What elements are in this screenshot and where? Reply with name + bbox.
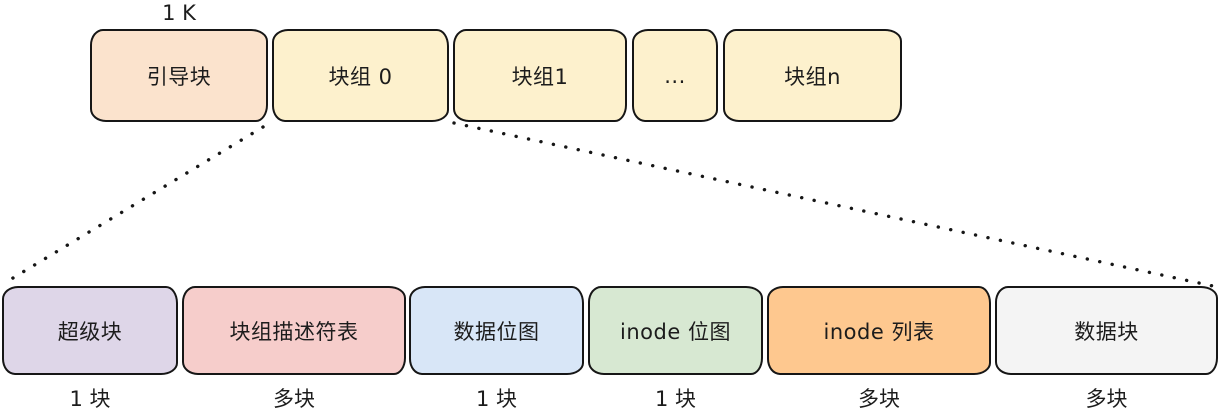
block-size-label: 1 K <box>162 1 196 25</box>
box-inode-table: inode 列表 <box>767 286 991 375</box>
box-boot-block: 引导块 <box>90 29 268 122</box>
box-superblock-label: 超级块 <box>57 319 123 344</box>
box-block-group-n-label: 块组n <box>784 64 841 89</box>
box-boot-block-label: 引导块 <box>146 64 212 89</box>
size-caption-data-bitmap: 1 块 <box>475 387 518 410</box>
box-block-group-0-label: 块组 0 <box>328 64 393 89</box>
size-caption-superblock: 1 块 <box>69 387 111 410</box>
box-block-group-n: 块组n <box>723 29 902 122</box>
box-inode-table-label: inode 列表 <box>823 319 935 344</box>
box-block-group-ellipsis: ... <box>632 29 718 122</box>
box-inode-bitmap-label: inode 位图 <box>620 319 731 344</box>
box-block-group-ellipsis-label: ... <box>664 63 686 88</box>
box-block-group-0: 块组 0 <box>272 29 449 122</box>
size-caption-group-descriptor-table: 多块 <box>273 387 315 410</box>
box-data-blocks-label: 数据块 <box>1074 319 1139 344</box>
box-group-descriptor-table: 块组描述符表 <box>182 286 406 375</box>
box-block-group-1-label: 块组1 <box>511 64 569 89</box>
dotted-line-left <box>6 125 265 283</box>
size-caption-data-blocks: 多块 <box>1085 387 1128 410</box>
box-data-bitmap-label: 数据位图 <box>453 319 540 344</box>
box-superblock: 超级块 <box>2 286 178 375</box>
box-data-blocks: 数据块 <box>995 286 1218 375</box>
size-caption-inode-table: 多块 <box>858 387 900 410</box>
box-block-group-1: 块组1 <box>453 29 627 122</box>
dotted-line-right <box>452 121 1215 288</box>
box-data-bitmap: 数据位图 <box>409 286 584 375</box>
box-group-descriptor-table-label: 块组描述符表 <box>229 319 359 344</box>
size-caption-inode-bitmap: 1 块 <box>654 387 697 410</box>
box-inode-bitmap: inode 位图 <box>588 286 763 375</box>
